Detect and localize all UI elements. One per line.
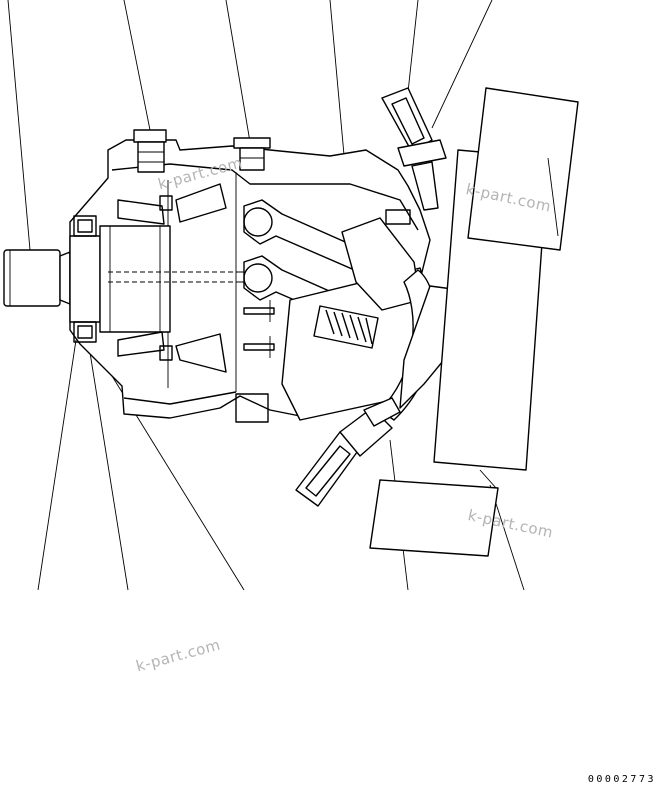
housing-bolt-top-left — [133, 129, 167, 173]
end-cover — [369, 87, 579, 557]
shaft-seal-and-bearing — [69, 215, 171, 343]
housing-bolt-top-right — [233, 137, 271, 171]
leader-lines-top — [7, 0, 493, 251]
housing-ports — [159, 195, 411, 361]
drawing-code: 00002773 — [587, 774, 656, 785]
tapered-roller-bearing-right — [175, 183, 227, 373]
adjusting-screw-upper — [381, 87, 447, 211]
tapered-roller-bearing-left — [117, 199, 165, 357]
leader-lines-bottom — [37, 339, 525, 591]
adjusting-screw-lower — [295, 397, 401, 507]
centre-spring — [313, 305, 379, 349]
stud-bolts — [243, 300, 275, 358]
output-shaft — [3, 249, 71, 307]
